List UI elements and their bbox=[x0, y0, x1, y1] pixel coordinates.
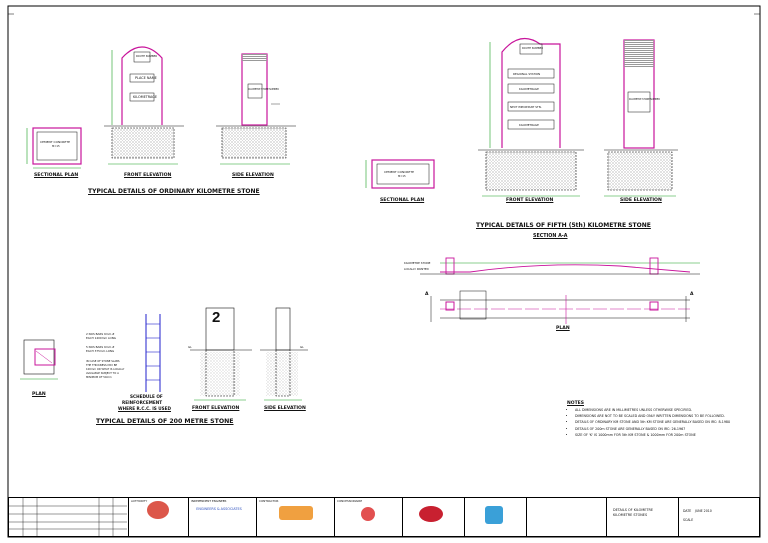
note-item: DIMENSIONS ARE NOT TO BE SCALED AND ONLY… bbox=[575, 414, 757, 419]
section-mark-right: A bbox=[690, 292, 694, 297]
schedule-line-2: REINFORCEMENT bbox=[122, 400, 163, 405]
ordinary-side-elevation bbox=[216, 53, 296, 165]
fifth-concrete-mix: M=15 bbox=[398, 175, 406, 178]
title-block: AUTHORITY INDEPENDENT ENGINEER ENGINEERS… bbox=[8, 497, 760, 537]
locally-painted-label: LOCALLY PAINTED bbox=[404, 267, 429, 271]
note-item: SIZE OF 'K' IS 1000mm FOR 5th KM STONE &… bbox=[575, 433, 757, 438]
ordinary-concrete-mix: M=15 bbox=[52, 145, 60, 148]
notes-block: NOTES ALL DIMENSIONS ARE IN MILLIMETRES … bbox=[567, 401, 757, 440]
hundred-plan bbox=[20, 339, 58, 380]
contractor-cell: CONTRACTOR bbox=[257, 498, 335, 536]
note-item: DETAILS OF ORDINARY KM STONE AND 5th KM … bbox=[575, 421, 757, 425]
drawing-title-cell: DETAILS OF KILOMETRE KILOMETRE STONES bbox=[607, 498, 679, 536]
schedule-line-1: SCHEDULE OF bbox=[130, 394, 163, 399]
bars-note-a-2: EACH 1400mm LONG bbox=[86, 336, 116, 340]
hundred-side-elevation bbox=[260, 307, 308, 401]
fifth-front-elevation-label: FRONT ELEVATION bbox=[506, 198, 554, 203]
fifth-regional-station: REGIONAL STATION bbox=[513, 72, 541, 76]
rebar-schedule bbox=[145, 314, 161, 392]
stone-note-5: MINIMUM OF 50mm bbox=[86, 376, 112, 379]
fifth-side-elevation bbox=[604, 39, 678, 197]
hundred-front-elevation bbox=[190, 307, 252, 401]
stone-note-4: AVAILABLE SUBJECT TO A bbox=[86, 372, 119, 375]
ordinary-sectional-plan bbox=[26, 127, 82, 169]
bars-note-a-1: 2 NOS BARS 6mm # bbox=[86, 332, 115, 336]
hundred-front-elevation-label: FRONT ELEVATION bbox=[192, 406, 240, 411]
fifth-route-number: ROUTE NUMBER bbox=[522, 47, 544, 50]
note-item: DETAILS OF 200m STONE ARE GENERALLY BASE… bbox=[575, 427, 757, 432]
ordinary-side-elevation-label: SIDE ELEVATION bbox=[232, 173, 274, 178]
engineers-logo: ENGINEERS & ASSOCIATES bbox=[196, 507, 242, 511]
ordinary-sectional-plan-label: SECTIONAL PLAN bbox=[34, 173, 79, 178]
partner-cell bbox=[403, 498, 465, 536]
fifth-front-elevation bbox=[478, 37, 584, 197]
hundred-side-elevation-label: SIDE ELEVATION bbox=[264, 406, 306, 411]
date-value: JUNE 2010 bbox=[695, 509, 712, 513]
ordinary-kilometrage: KILOMETRAGE bbox=[133, 95, 158, 99]
gl-label-front: GL bbox=[188, 345, 192, 349]
concessionaire-logo-icon bbox=[361, 507, 375, 521]
independent-engineer-caption: INDEPENDENT ENGINEER bbox=[191, 499, 227, 503]
seal-logo-icon bbox=[485, 506, 503, 524]
ordinary-front-elevation bbox=[104, 46, 184, 165]
ordinary-place-name: PLACE NAME bbox=[135, 76, 157, 80]
fifth-km-stone-number: KILOMETRE STONE NUMBER bbox=[629, 98, 660, 101]
fifth-cement-concrete: CEMENT CONCRETE bbox=[384, 170, 415, 174]
independent-engineer-cell: INDEPENDENT ENGINEER ENGINEERS & ASSOCIA… bbox=[189, 498, 257, 536]
drawing-title-line-1: DETAILS OF KILOMETRE bbox=[613, 508, 653, 512]
stone-note-3: 100mm OR WHAT IS LOCALLY bbox=[86, 368, 125, 371]
fifth-title: TYPICAL DETAILS OF FIFTH (5th) KILOMETRE… bbox=[476, 222, 651, 229]
fifth-sectional-plan-label: SECTIONAL PLAN bbox=[380, 198, 425, 203]
road-plan-drawing bbox=[430, 290, 690, 324]
stone-note-2: THE THICKNESS MAY BE bbox=[86, 364, 118, 367]
contractor-logo-icon bbox=[279, 506, 313, 520]
section-aa-drawing bbox=[420, 257, 700, 275]
bars-note-b-2: EACH 375mm LONG bbox=[86, 349, 115, 353]
concessionaire-caption: CONCESSIONAIRE bbox=[337, 499, 363, 503]
gl-label-side: GL bbox=[300, 345, 304, 349]
ordinary-km-stone-number: KILOMETRE STONE NUMBER bbox=[248, 88, 279, 91]
partner-logo-icon bbox=[419, 506, 443, 522]
scale-label: SCALE bbox=[683, 518, 694, 522]
schedule-line-3: WHERE R.C.C. IS USED bbox=[118, 406, 171, 411]
concessionaire-cell: CONCESSIONAIRE bbox=[335, 498, 403, 536]
fifth-kilometrage-1: KILOMETRAGE bbox=[519, 87, 539, 91]
bars-note-b-1: 5 NOS BARS 6mm # bbox=[86, 345, 115, 349]
milestone-label: KILOMETRE STONE bbox=[404, 261, 431, 265]
drawing-title-line-2: KILOMETRE STONES bbox=[613, 513, 648, 517]
hundred-stone-number: 2 bbox=[212, 309, 221, 326]
fifth-kilometrage-2: KILOMETRAGE bbox=[519, 123, 539, 127]
sheet-border bbox=[7, 5, 761, 538]
date-cell: DATE JUNE 2010 SCALE bbox=[679, 498, 759, 536]
hundred-title: TYPICAL DETAILS OF 200 METRE STONE bbox=[96, 418, 234, 425]
fifth-sectional-plan bbox=[365, 159, 435, 189]
ordinary-front-elevation-label: FRONT ELEVATION bbox=[124, 173, 172, 178]
road-plan-label: PLAN bbox=[556, 326, 570, 331]
ordinary-route-number: ROUTE NUMBER bbox=[136, 55, 158, 58]
note-item: ALL DIMENSIONS ARE IN MILLIMETRES UNLESS… bbox=[575, 408, 757, 413]
fifth-side-elevation-label: SIDE ELEVATION bbox=[620, 198, 662, 203]
remarks-cell bbox=[527, 498, 607, 536]
authority-logo-icon bbox=[147, 501, 169, 519]
authority-cell: AUTHORITY bbox=[129, 498, 189, 536]
revision-table bbox=[9, 498, 129, 536]
ordinary-title: TYPICAL DETAILS OF ORDINARY KILOMETRE ST… bbox=[88, 188, 260, 195]
fifth-next-station: NEXT IMPORTANT STN. bbox=[510, 105, 542, 109]
section-aa-label: SECTION A-A bbox=[533, 234, 568, 239]
notes-heading: NOTES bbox=[567, 401, 584, 406]
hundred-plan-label: PLAN bbox=[32, 392, 46, 397]
section-mark-left: A bbox=[425, 292, 429, 297]
stone-note-1: IN CASE OF STONE SLABS bbox=[86, 360, 120, 363]
ordinary-cement-concrete: CEMENT CONCRETE bbox=[40, 140, 71, 144]
date-label: DATE bbox=[683, 509, 692, 513]
contractor-caption: CONTRACTOR bbox=[259, 499, 279, 503]
seal-cell bbox=[465, 498, 527, 536]
authority-caption: AUTHORITY bbox=[131, 499, 148, 503]
